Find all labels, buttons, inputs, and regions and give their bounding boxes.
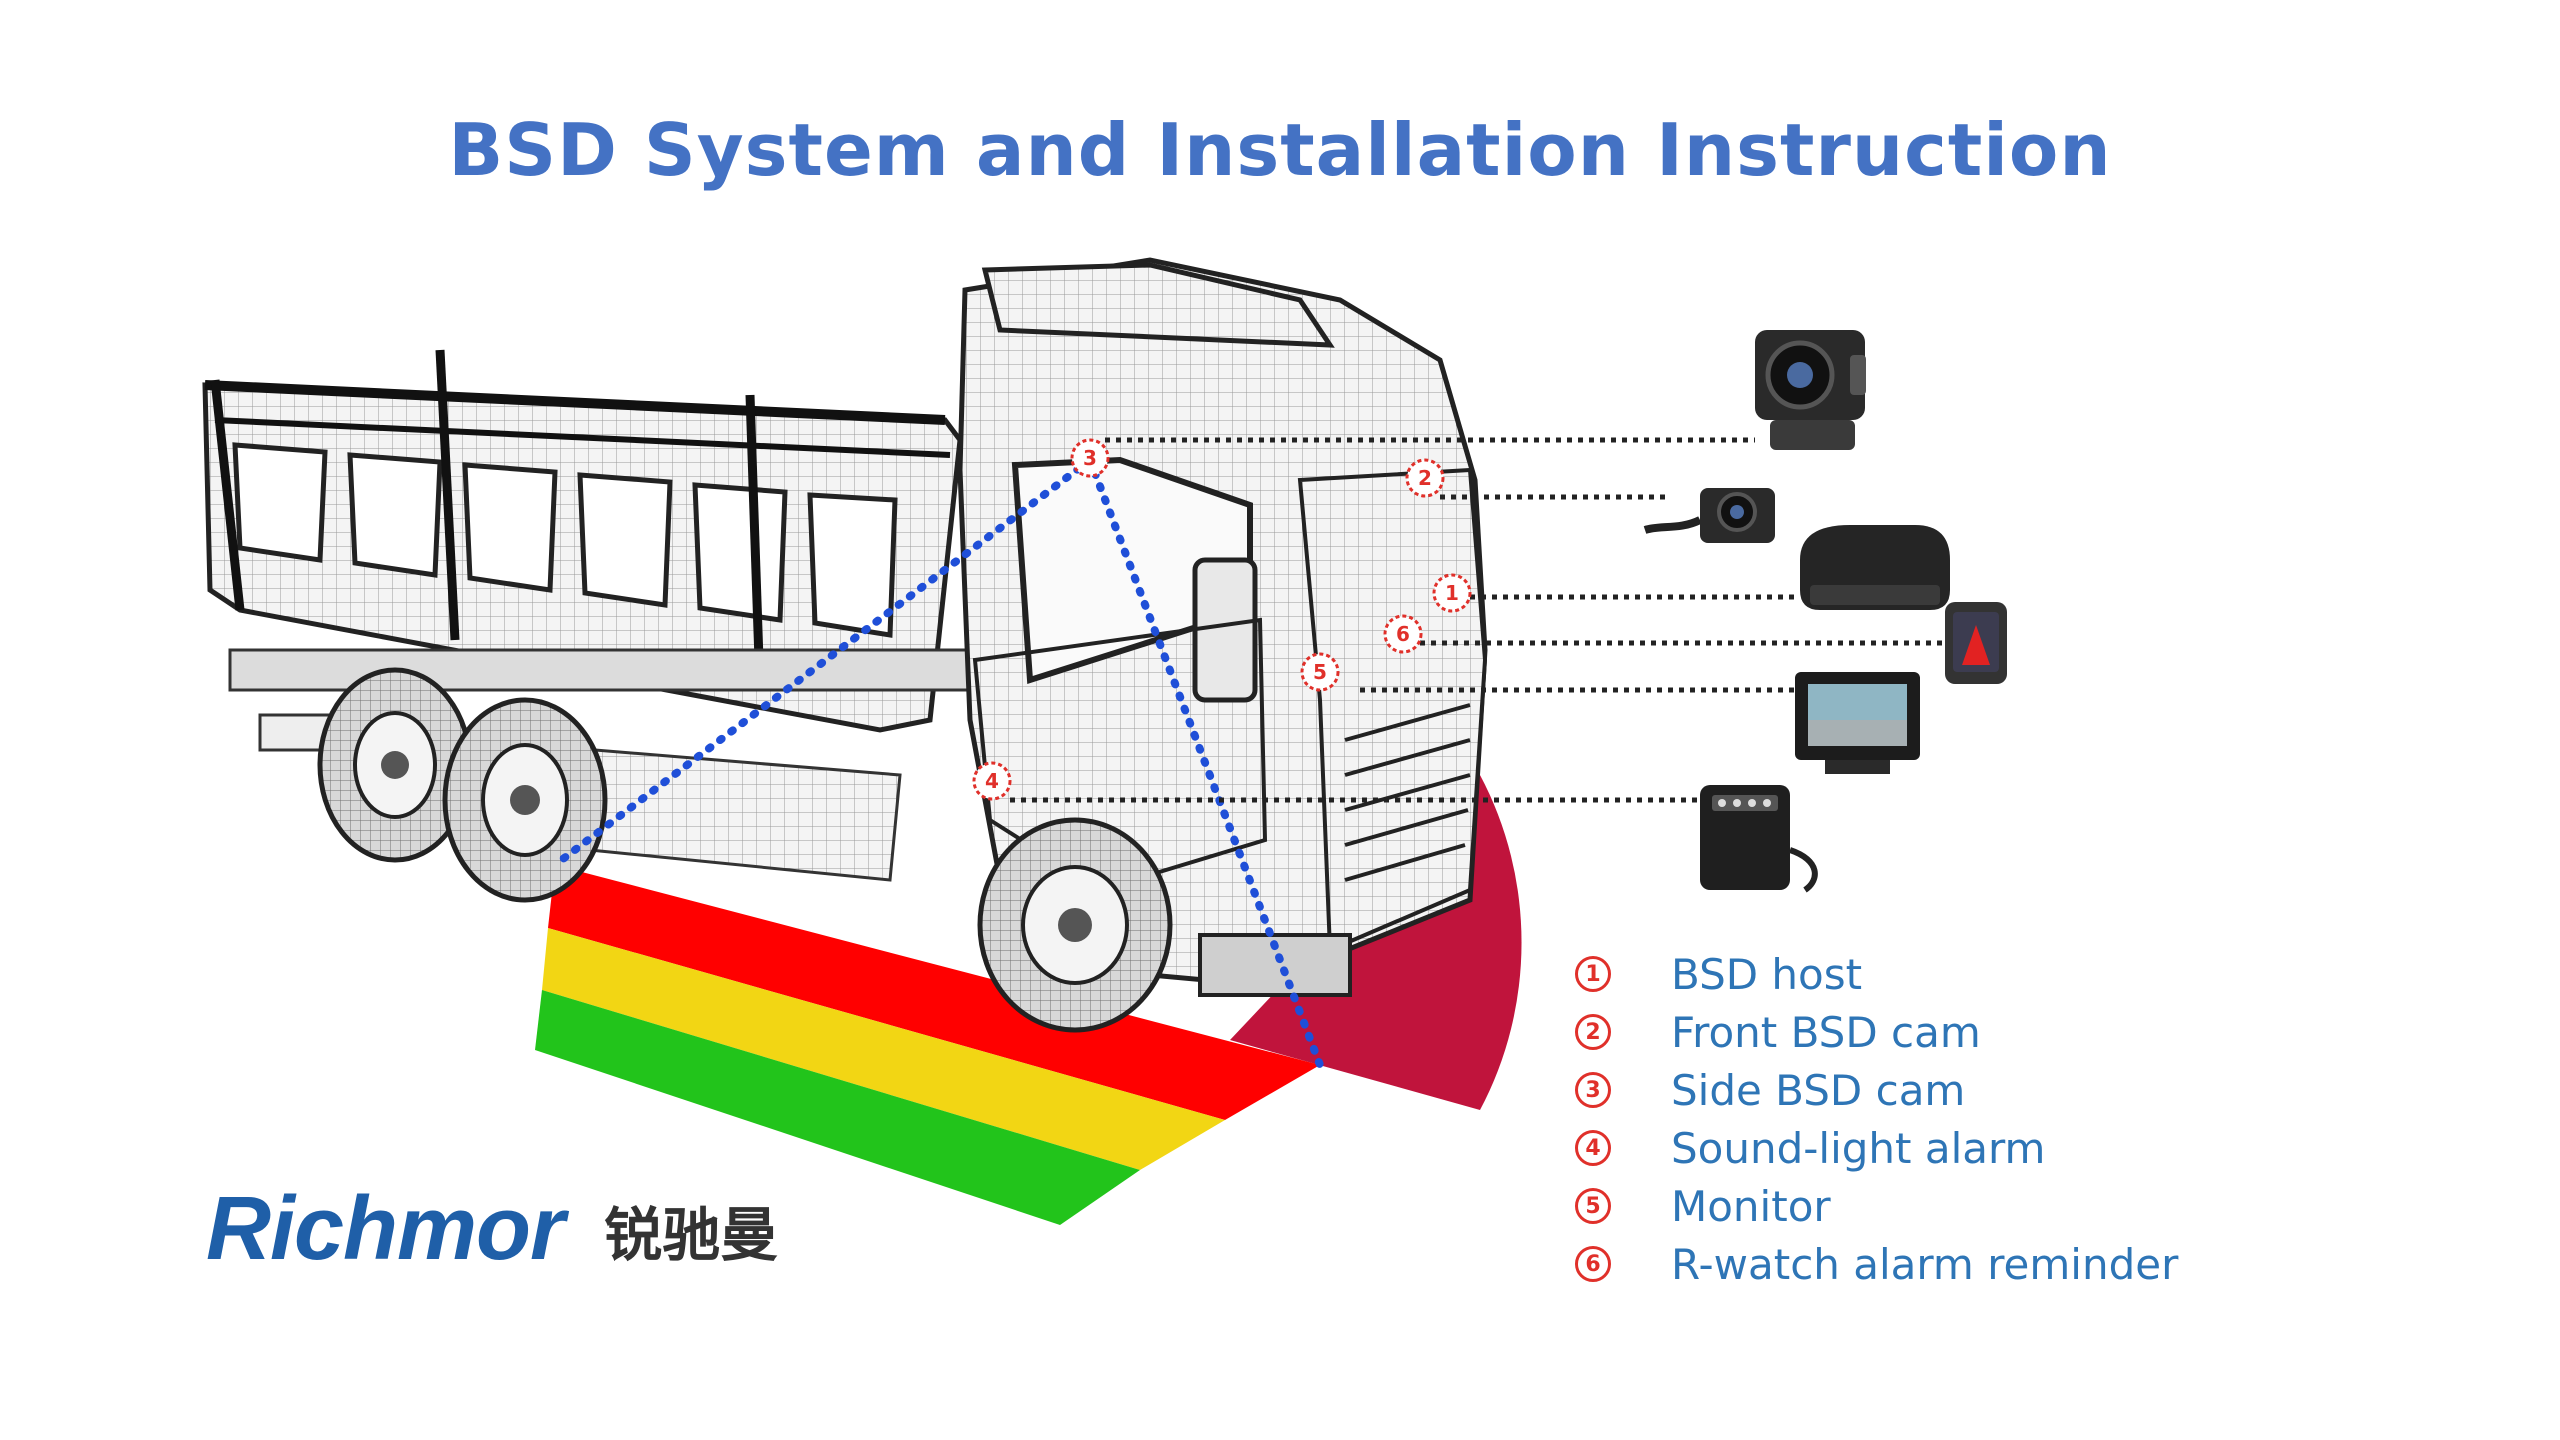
monitor-icon xyxy=(1795,672,1920,774)
rear-wheel-1 xyxy=(317,667,473,863)
watch-icon xyxy=(1945,602,2007,684)
legend-label: Front BSD cam xyxy=(1671,1007,1981,1057)
camera-icon xyxy=(1755,330,1866,450)
callout-6: 6 xyxy=(1383,614,1423,654)
side-warning-zones xyxy=(535,865,1320,1225)
mini-camera-icon xyxy=(1643,488,1775,543)
alarm-icon xyxy=(1700,785,1818,893)
svg-text:4: 4 xyxy=(985,769,999,793)
callout-2: 2 xyxy=(1405,458,1445,498)
legend-label: Side BSD cam xyxy=(1671,1065,1966,1115)
legend-label: BSD host xyxy=(1671,949,1863,999)
legend-number: 5 xyxy=(1575,1188,1611,1224)
legend-item-sound-light-alarm: 4 Sound-light alarm xyxy=(1575,1119,2375,1177)
callout-markers: 3 2 1 6 5 4 xyxy=(972,438,1472,801)
legend-number: 6 xyxy=(1575,1246,1611,1282)
logo-text-en: Richmor xyxy=(206,1179,565,1279)
svg-text:2: 2 xyxy=(1418,466,1432,490)
rear-wheel-2 xyxy=(442,697,608,903)
legend-item-monitor: 5 Monitor xyxy=(1575,1177,2375,1235)
host-box-icon xyxy=(1800,525,1950,610)
zone-yellow xyxy=(542,928,1225,1170)
callout-3: 3 xyxy=(1070,438,1110,478)
svg-text:5: 5 xyxy=(1313,660,1327,684)
component-legend: 1 BSD host 2 Front BSD cam 3 Side BSD ca… xyxy=(1575,945,2375,1293)
legend-item-r-watch-alarm-reminder: 6 R-watch alarm reminder xyxy=(1575,1235,2375,1293)
callout-4: 4 xyxy=(972,761,1012,801)
legend-number: 4 xyxy=(1575,1130,1611,1166)
legend-number: 1 xyxy=(1575,956,1611,992)
camera-sight-lines xyxy=(551,456,1324,1069)
callout-1: 1 xyxy=(1432,573,1472,613)
front-wheel xyxy=(977,817,1173,1033)
legend-number: 2 xyxy=(1575,1014,1611,1050)
leader-lines xyxy=(1010,437,1950,803)
legend-item-front-bsd-cam: 2 Front BSD cam xyxy=(1575,1003,2375,1061)
brand-logo: Richmor 锐驰曼 xyxy=(206,1178,778,1281)
legend-label: Sound-light alarm xyxy=(1671,1123,2046,1173)
zone-green xyxy=(535,990,1140,1225)
legend-item-bsd-host: 1 BSD host xyxy=(1575,945,2375,1003)
legend-item-side-bsd-cam: 3 Side BSD cam xyxy=(1575,1061,2375,1119)
svg-text:3: 3 xyxy=(1083,446,1097,470)
truck-illustration xyxy=(202,257,1488,1033)
legend-label: Monitor xyxy=(1671,1181,1831,1231)
callout-5: 5 xyxy=(1300,652,1340,692)
zone-red xyxy=(548,865,1320,1120)
page-title: BSD System and Installation Instruction xyxy=(448,108,2112,192)
legend-number: 3 xyxy=(1575,1072,1611,1108)
svg-text:6: 6 xyxy=(1396,622,1410,646)
legend-label: R-watch alarm reminder xyxy=(1671,1239,2179,1289)
logo-text-cn: 锐驰曼 xyxy=(604,1200,779,1269)
svg-text:1: 1 xyxy=(1445,581,1459,605)
